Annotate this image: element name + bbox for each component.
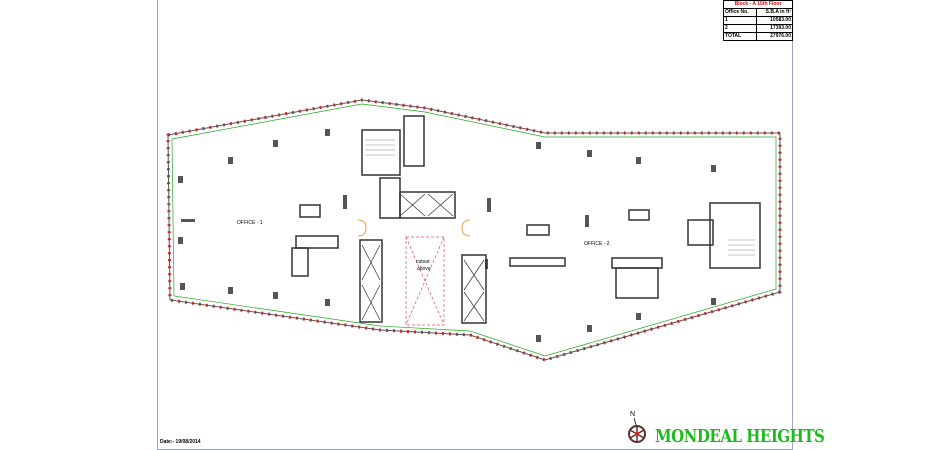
- area-table: Block - A 15th Floor Office No.S.B.A in …: [722, 0, 793, 41]
- brand-logo: MONDEAL HEIGHTS: [655, 425, 825, 447]
- office-2-label: OFFICE - 2: [584, 241, 610, 247]
- total-value: 27976.00: [756, 32, 793, 41]
- date-label: Date:- 19/08/2014: [160, 439, 201, 445]
- total-label: TOTAL: [722, 32, 758, 41]
- lift-crosses: [361, 193, 485, 322]
- cutout-label: cutout: [416, 259, 430, 265]
- cutout-void: [405, 236, 445, 326]
- north-label: N: [630, 411, 636, 418]
- office-1-label: OFFICE - 1: [237, 220, 263, 226]
- stair-shafts: [365, 139, 755, 256]
- columns: [178, 129, 716, 342]
- compass-icon: [628, 417, 646, 443]
- doors: [357, 219, 471, 237]
- cores: [291, 115, 761, 324]
- above-label: above: [417, 266, 431, 272]
- facade-outline: [166, 98, 782, 362]
